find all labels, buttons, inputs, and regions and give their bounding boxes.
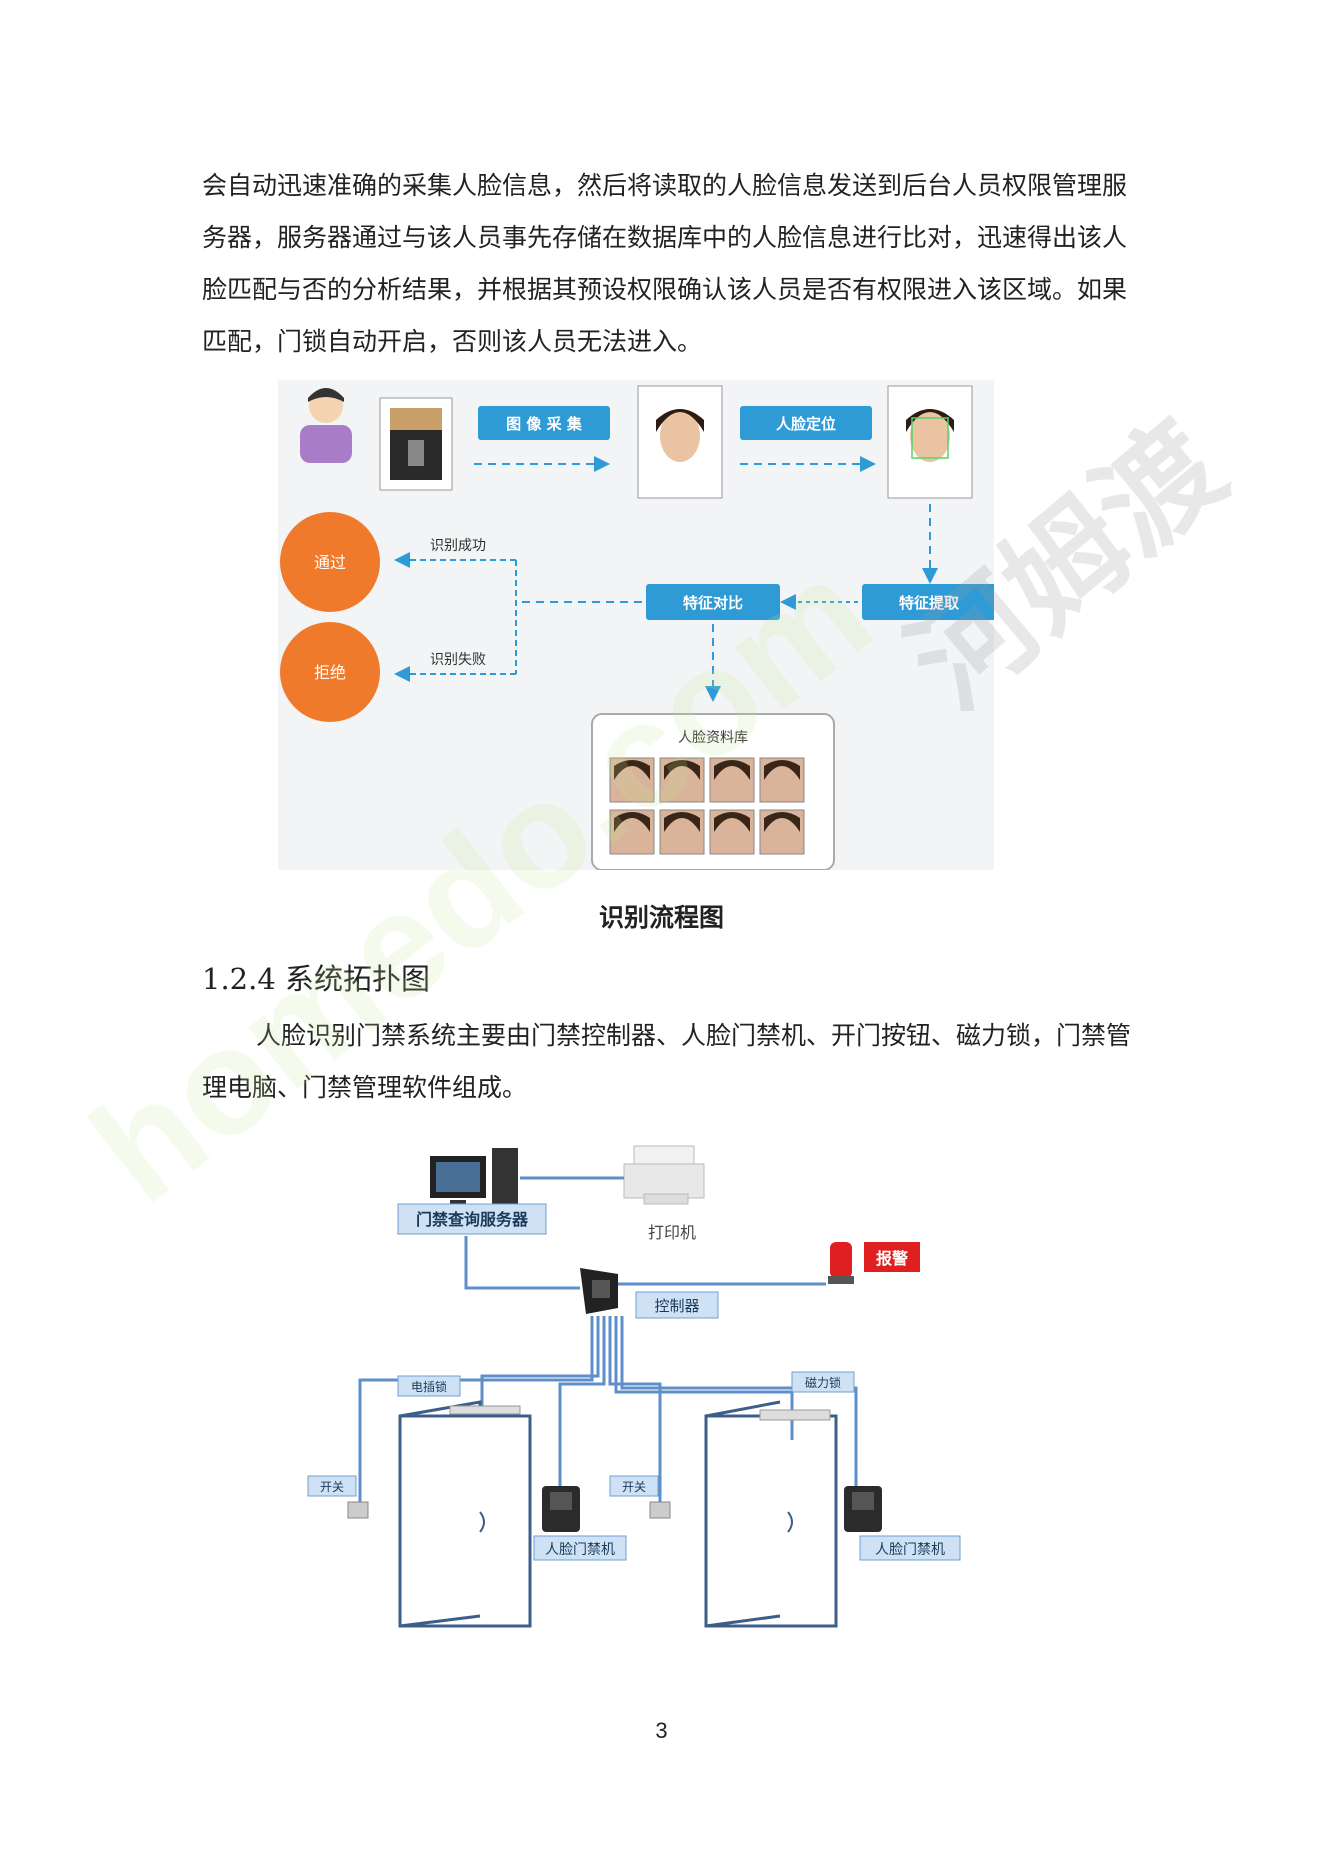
face-terminal-left-icon: [542, 1486, 580, 1532]
face-terminal-left-label: 人脸门禁机: [545, 1542, 615, 1558]
face-device-icon: [379, 397, 453, 491]
controller-label: 控制器: [654, 1297, 699, 1315]
feature-compare-label: 特征对比: [683, 594, 743, 612]
database-label: 人脸资料库: [678, 730, 748, 746]
left-door: [398, 1400, 532, 1628]
image-capture-label: 图 像 采 集: [506, 415, 583, 433]
switch-right-icon: [649, 1501, 671, 1519]
face-photo-1: [637, 385, 723, 499]
alarm-light-icon: [828, 1242, 854, 1284]
face-photo-2: [887, 385, 973, 499]
page-number: 3: [655, 1718, 668, 1743]
fail-label: 识别失败: [430, 652, 486, 668]
computer-icon: [430, 1148, 518, 1210]
reject-circle: [280, 622, 380, 722]
success-label: 识别成功: [430, 538, 486, 554]
reject-label: 拒绝: [314, 663, 346, 682]
image-capture-box: [478, 406, 610, 440]
printer-icon: [623, 1145, 705, 1205]
feature-extract-box: [862, 584, 994, 620]
switch-left-icon: [347, 1501, 369, 1519]
alarm-label: 报警: [876, 1249, 908, 1268]
switch-left-label: 开关: [320, 1480, 344, 1494]
controller-icon: [580, 1268, 618, 1314]
system-topology-diagram: 打印机 门禁查询服务器 控制器 报警 电插锁 磁力锁: [307, 1145, 961, 1628]
magnetic-lock-label: 磁力锁: [805, 1375, 841, 1390]
figure-caption-flow: 识别流程图: [598, 903, 724, 932]
paragraph-intro: 会自动迅速准确的采集人脸信息，然后将读取的人脸信息发送到后台人员权限管理服务器，…: [202, 171, 1128, 356]
face-database: 人脸资料库: [591, 713, 835, 870]
face-terminal-right-icon: [844, 1486, 882, 1532]
right-door: [704, 1400, 838, 1628]
face-locate-box: [740, 406, 872, 440]
feature-extract-label: 特征提取: [899, 594, 960, 612]
switch-right-label: 开关: [622, 1480, 646, 1494]
section-heading: 1.2.4 系统拓扑图: [202, 962, 431, 996]
person-icon: [300, 388, 352, 463]
pass-label: 通过: [314, 553, 346, 572]
recognition-flow-diagram: 图 像 采 集 人脸定位 特征提取 特征对比 识别成功 识别失败 通过 拒绝 人…: [278, 380, 994, 870]
paragraph-topology: 人脸识别门禁系统主要由门禁控制器、人脸门禁机、开门按钮、磁力锁，门禁管理电脑、门…: [202, 1021, 1132, 1102]
face-locate-label: 人脸定位: [776, 415, 836, 433]
feature-compare-box: [646, 584, 780, 620]
face-terminal-right-label: 人脸门禁机: [875, 1542, 945, 1558]
electric-lock-label: 电插锁: [411, 1379, 447, 1394]
pass-circle: [280, 512, 380, 612]
printer-label: 打印机: [648, 1223, 696, 1242]
server-label: 门禁查询服务器: [416, 1210, 529, 1229]
